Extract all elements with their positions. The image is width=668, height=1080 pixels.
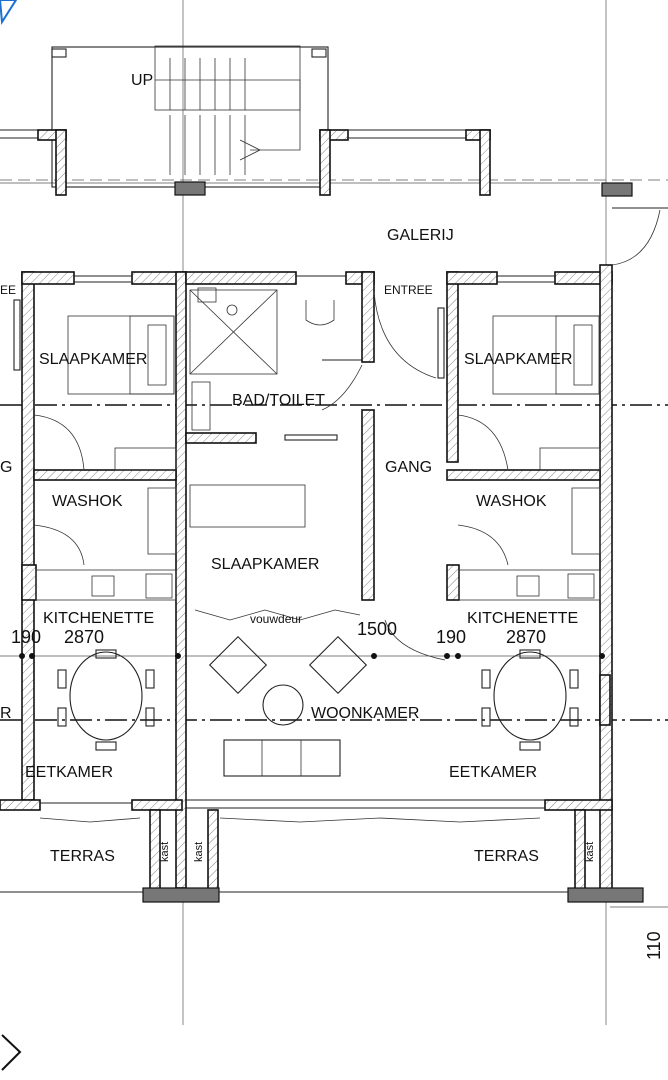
dimension-110: 110 [644, 931, 664, 960]
section-marker-bottom [1, 1034, 22, 1071]
armchair-icon [208, 635, 268, 695]
bed-right-icon [492, 315, 600, 395]
room-label-terras-right: TERRAS [474, 848, 539, 865]
doors [33, 291, 541, 823]
room-label-gang: GANG [385, 459, 432, 476]
walls [0, 264, 644, 903]
room-label-galerij: GALERIJ [387, 227, 454, 244]
room-label-slaapkamer-left: SLAAPKAMER [39, 351, 147, 368]
room-label-gang-left: G [0, 459, 12, 476]
dining-table-right-icon [493, 651, 567, 741]
room-label-eetkamer-left: EETKAMER [25, 764, 113, 781]
stairwell: UP [51, 45, 329, 196]
dimension-2870-left: 2870 [64, 627, 104, 647]
room-label-slaapkamer-center: SLAAPKAMER [211, 556, 319, 573]
room-label-kitchenette-left: KITCHENETTE [43, 610, 154, 627]
galerij-walls: GALERIJ [0, 129, 668, 266]
kast-label: kast [159, 842, 171, 862]
room-label-entree-left: EE [0, 283, 16, 297]
furniture [35, 287, 601, 777]
room-label-kitchenette-right: KITCHENETTE [467, 610, 578, 627]
door-label-vouwdeur: vouwdeur [250, 612, 302, 626]
section-marker-top [0, 0, 18, 26]
sofa-icon [223, 739, 341, 777]
room-label-washok-right: WASHOK [476, 493, 547, 510]
dining-table-left-icon [69, 651, 143, 741]
room-label-woonkamer-left: R [0, 705, 12, 722]
kast-label: kast [584, 842, 596, 862]
dimension-markers [19, 653, 605, 659]
armchair-icon [308, 635, 368, 695]
coffee-table-icon [262, 684, 304, 726]
room-label-eetkamer-right: EETKAMER [449, 764, 537, 781]
kast-label: kast [193, 842, 205, 862]
dimension-2870-right: 2870 [506, 627, 546, 647]
bed-center-icon [189, 484, 306, 528]
room-label-bad-toilet: BAD/TOILET [232, 392, 325, 409]
dimension-190-left: 190 [11, 627, 41, 647]
stair-up-label: UP [131, 72, 153, 89]
room-label-terras-left: TERRAS [50, 848, 115, 865]
room-label-washok-left: WASHOK [52, 493, 123, 510]
dimension-1500: 1500 [357, 619, 397, 639]
room-label-entree: ENTREE [384, 283, 433, 297]
room-label-woonkamer: WOONKAMER [311, 705, 419, 722]
dimension-190-right: 190 [436, 627, 466, 647]
room-label-slaapkamer-right: SLAAPKAMER [464, 351, 572, 368]
grid-lines [0, 0, 668, 1025]
